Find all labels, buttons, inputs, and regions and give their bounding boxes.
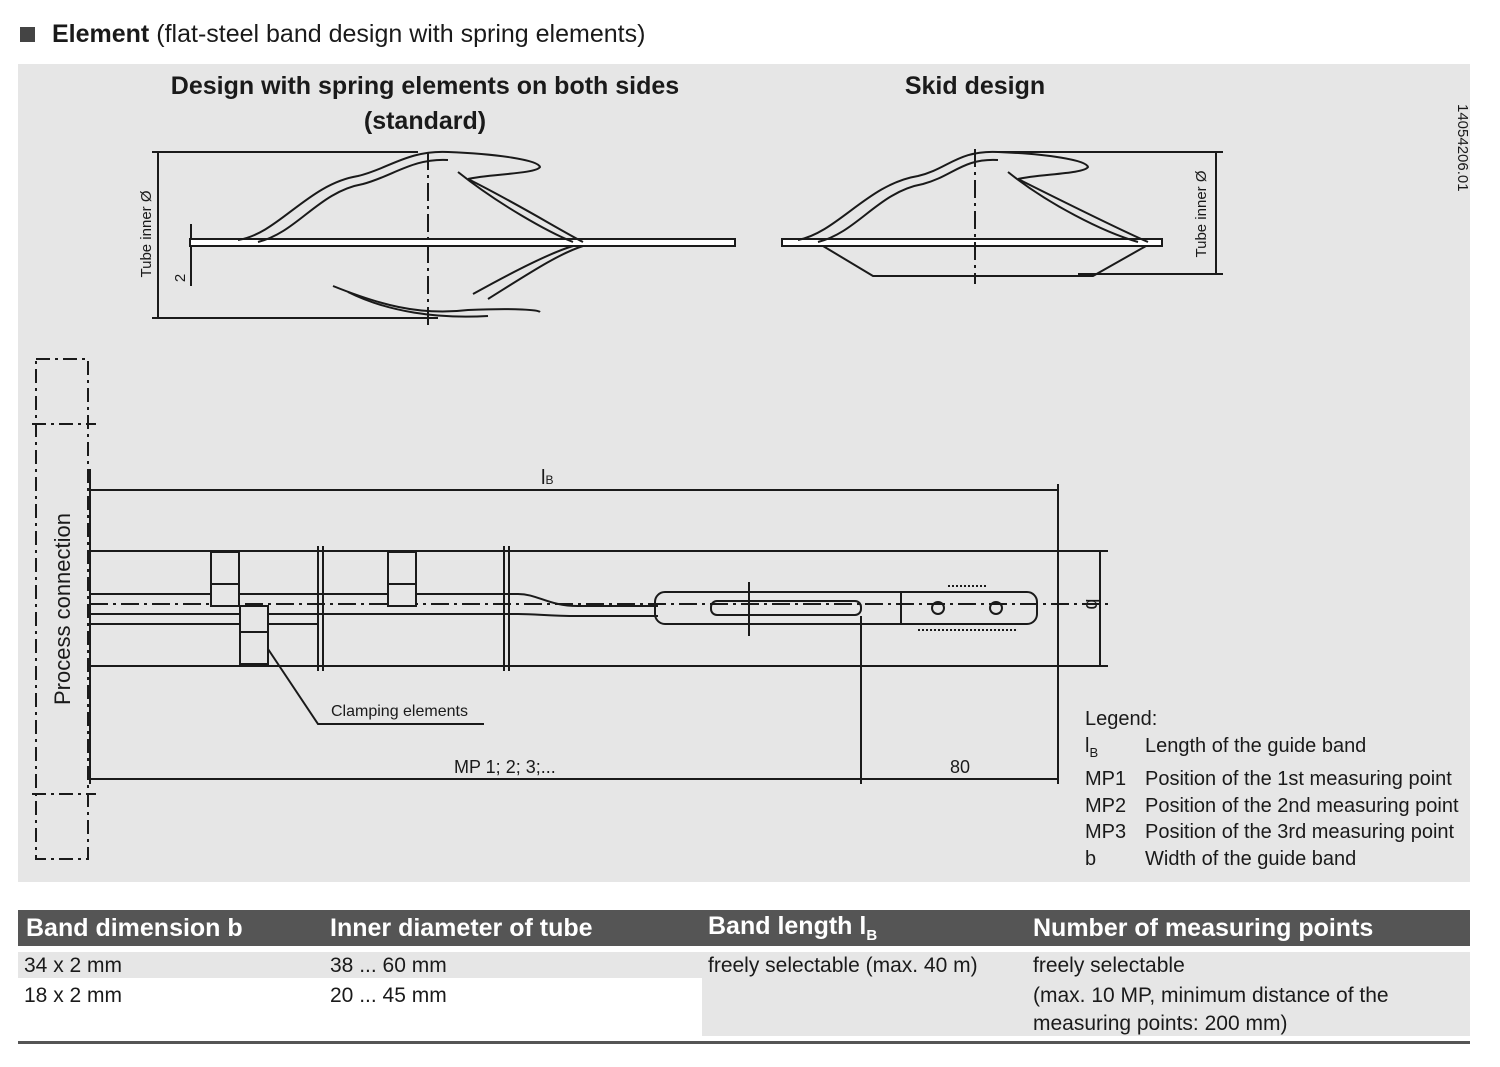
legend-row: MP2 Position of the 2nd measuring point xyxy=(1085,793,1459,820)
legend-desc: Position of the 3rd measuring point xyxy=(1145,821,1455,843)
title-left-line2: (standard) xyxy=(364,107,486,135)
title-left-line1: Design with spring elements on both side… xyxy=(171,72,679,100)
table-body: 34 x 2 mm 38 ... 60 mm 18 x 2 mm 20 ... … xyxy=(18,946,1470,1036)
legend-row: MP3 Position of the 3rd measuring point xyxy=(1085,819,1459,846)
legend: Legend: lB Length of the guide band MP1 … xyxy=(1085,706,1459,872)
legend-desc: Length of the guide band xyxy=(1145,734,1367,757)
num-points-line2: (max. 10 MP, minimum distance of the xyxy=(1033,984,1389,1007)
table-cell: 20 ... 45 mm xyxy=(330,984,447,1007)
legend-symbol: b xyxy=(1085,847,1097,870)
doc-number: 14054206.01 xyxy=(1454,104,1470,192)
legend-symbol: MP2 xyxy=(1085,794,1127,817)
process-connection-label: Process connection xyxy=(50,513,75,705)
b-dimension: b xyxy=(1081,598,1103,609)
header-num-points: Number of measuring points xyxy=(1033,913,1374,942)
table-cell: 18 x 2 mm xyxy=(24,984,123,1007)
header-band-dimension: Band dimension b xyxy=(26,913,243,942)
dim-80: 80 xyxy=(950,757,970,777)
table-cell: 34 x 2 mm xyxy=(24,954,123,977)
legend-symbol: lB xyxy=(1085,734,1099,760)
legend-row: lB Length of the guide band xyxy=(1085,733,1459,767)
legend-desc: Position of the 1st measuring point xyxy=(1145,768,1452,790)
legend-title: Legend: xyxy=(1085,708,1158,730)
num-points-line1: freely selectable xyxy=(1033,954,1185,977)
spec-table: Band dimension b Inner diameter of tube … xyxy=(18,910,1470,1036)
lb-dimension: lB xyxy=(541,467,553,489)
num-points-line3: measuring points: 200 mm) xyxy=(1033,1012,1288,1035)
skid-design-right xyxy=(781,149,1223,284)
spring-design-left xyxy=(152,150,736,328)
title-right: Skid design xyxy=(905,72,1045,100)
table-header: Band dimension b Inner diameter of tube … xyxy=(18,910,1470,946)
legend-symbol: MP1 xyxy=(1085,768,1127,790)
table-bottom-rule xyxy=(18,1041,1470,1044)
band-top-view xyxy=(32,358,1108,860)
technical-drawing: Design with spring elements on both side… xyxy=(32,72,1470,860)
table-cell: 38 ... 60 mm xyxy=(330,954,447,977)
clamping-elements-label: Clamping elements xyxy=(331,703,468,720)
band-length-cell: freely selectable (max. 40 m) xyxy=(708,954,978,977)
tube-inner-label-left: Tube inner Ø xyxy=(138,190,155,277)
bullet-square-icon xyxy=(20,26,35,42)
heading-rest: (flat-steel band design with spring elem… xyxy=(156,19,646,48)
legend-row: b Width of the guide band xyxy=(1085,846,1459,873)
drawing-panel: Design with spring elements on both side… xyxy=(18,64,1470,882)
heading-bold: Element xyxy=(52,19,150,48)
header-band-length: Band length lB xyxy=(708,912,878,944)
dim-2: 2 xyxy=(172,274,189,282)
legend-symbol: MP3 xyxy=(1085,821,1127,843)
header-inner-diameter: Inner diameter of tube xyxy=(330,913,593,942)
legend-desc: Position of the 2nd measuring point xyxy=(1145,794,1459,817)
section-heading: Element (flat-steel band design with spr… xyxy=(20,14,645,54)
mp-dimension: MP 1; 2; 3;... xyxy=(454,757,556,777)
legend-row: MP1 Position of the 1st measuring point xyxy=(1085,766,1459,793)
tube-inner-label-right: Tube inner Ø xyxy=(1193,170,1210,257)
legend-desc: Width of the guide band xyxy=(1145,847,1357,870)
